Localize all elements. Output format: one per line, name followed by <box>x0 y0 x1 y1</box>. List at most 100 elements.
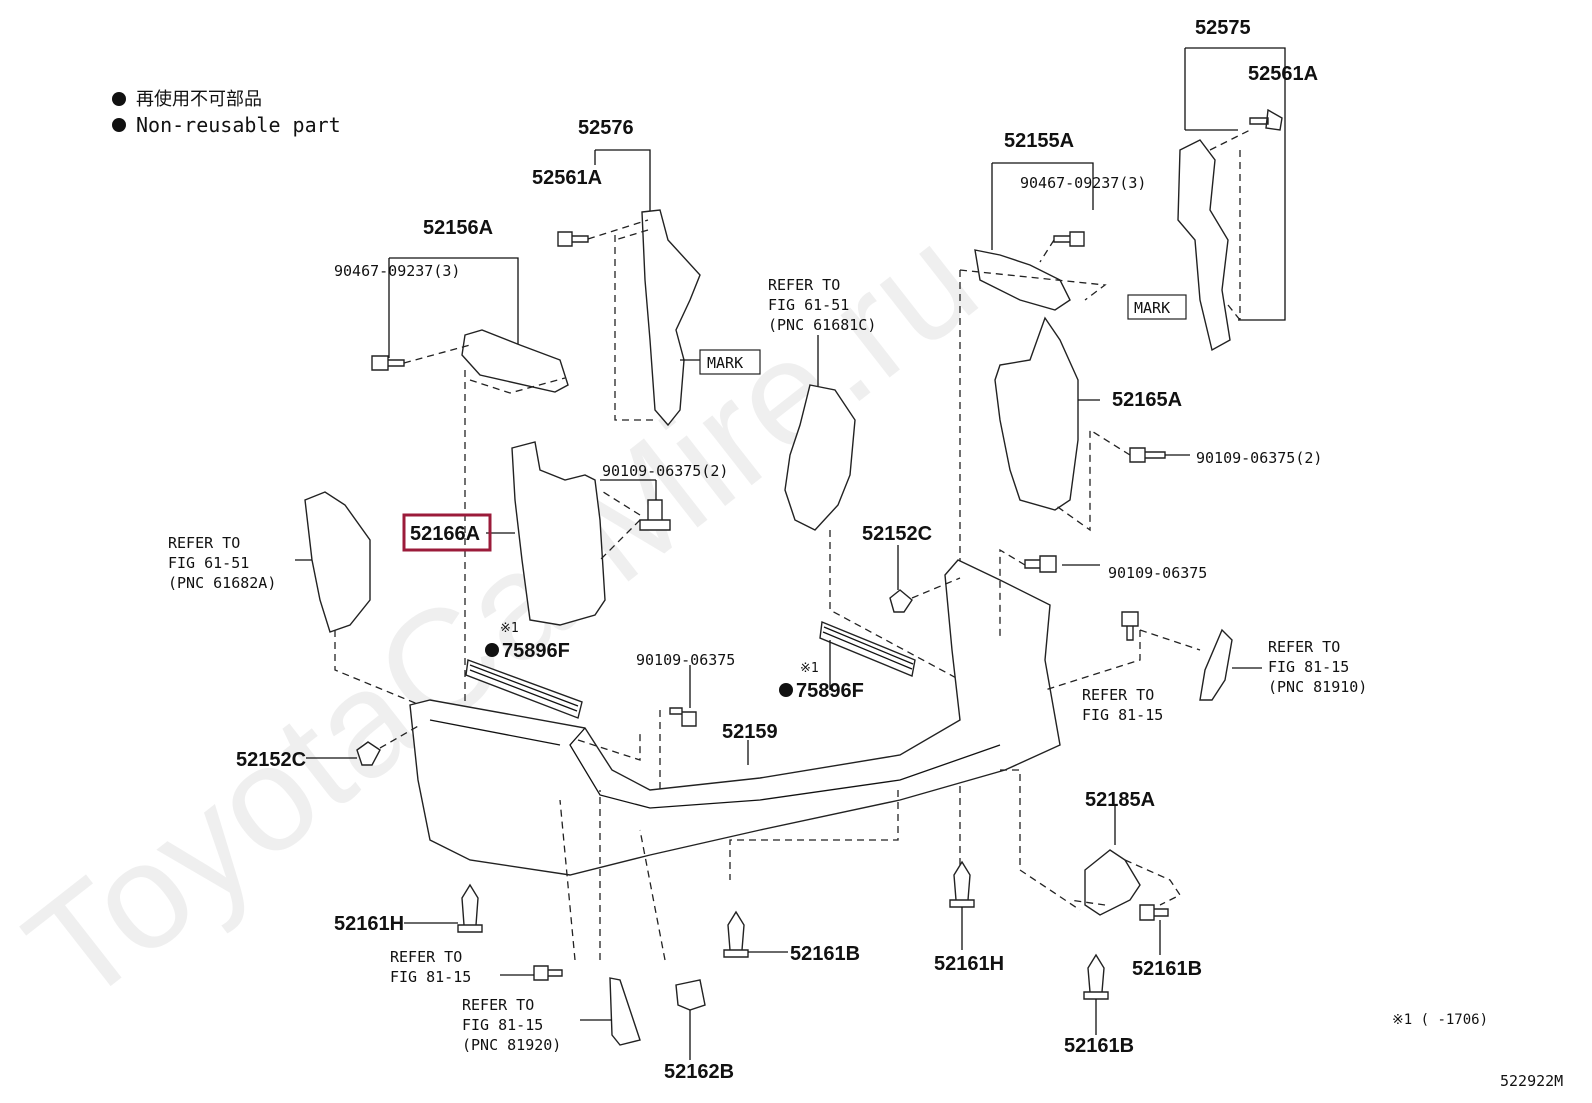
non-reusable-bullet-icon <box>779 683 793 697</box>
screw-90467-left <box>371 355 405 371</box>
reflector-81910 <box>1199 628 1233 701</box>
mark-label-right: MARK <box>1134 299 1170 317</box>
bracket-52156A <box>461 329 569 393</box>
label-52166A[interactable]: 52166A <box>410 523 480 545</box>
refer-61681C-line3: (PNC 61681C) <box>768 316 876 334</box>
label-52161B-bottom[interactable]: 52161B <box>1064 1035 1134 1057</box>
refer-81-15-right-line1: REFER TO <box>1082 686 1154 704</box>
refer-61682A-line2: FIG 61-51 <box>168 554 249 572</box>
bracket-61682A-group <box>295 491 421 706</box>
label-52185A[interactable]: 52185A <box>1085 789 1155 811</box>
refer-81910-line1: REFER TO <box>1268 638 1340 656</box>
label-90109-center-2[interactable]: 90109-06375(2) <box>602 462 728 480</box>
part-52155A-group <box>959 162 1107 870</box>
clip-52161H-right <box>949 860 975 950</box>
garnish-52166A <box>511 441 606 626</box>
cap-52162B <box>675 979 706 1011</box>
non-reusable-bullet-icon <box>485 643 499 657</box>
legend-en: Non-reusable part <box>136 113 341 137</box>
label-75896F-left[interactable]: 75896F <box>502 640 570 662</box>
refer-81910-line2: FIG 81-15 <box>1268 658 1349 676</box>
label-52156A[interactable]: 52156A <box>423 217 493 239</box>
clip-52161H-left <box>404 883 483 933</box>
bolt-90109-center-2 <box>639 499 671 531</box>
bolt-90109-right-single <box>1024 555 1057 573</box>
label-90109-right[interactable]: 90109-06375 <box>1108 564 1207 582</box>
refer-61682A-line3: (PNC 61682A) <box>168 574 276 592</box>
refer-81920[interactable]: REFER TO FIG 81-15 (PNC 81920) <box>462 996 561 1054</box>
figure-id: 522922M <box>1500 1072 1563 1090</box>
label-52152C-left[interactable]: 52152C <box>236 749 306 771</box>
screw-fig81-15-left <box>500 965 563 981</box>
label-52576[interactable]: 52576 <box>578 117 634 139</box>
refer-61682A-line1: REFER TO <box>168 534 240 552</box>
refer-81-15-left-line2: FIG 81-15 <box>390 968 471 986</box>
part-52576-group: MARK <box>557 149 761 427</box>
label-52152C-center[interactable]: 52152C <box>862 523 932 545</box>
bolt-90109-center-shape <box>669 707 697 727</box>
clip-52152C-center-shape <box>889 589 913 613</box>
bracket-52155A <box>974 249 1071 311</box>
label-52575[interactable]: 52575 <box>1195 17 1251 39</box>
refer-81920-line1: REFER TO <box>462 996 534 1014</box>
label-90467-right[interactable]: 90467-09237(3) <box>1020 174 1146 192</box>
refer-61681C[interactable]: REFER TO FIG 61-51 (PNC 61681C) <box>768 276 876 334</box>
clip-52161B-center-shape <box>723 910 749 958</box>
refer-81910-line3: (PNC 81910) <box>1268 678 1367 696</box>
label-75896F-right[interactable]: 75896F <box>796 680 864 702</box>
refer-81920-line3: (PNC 81920) <box>462 1036 561 1054</box>
refer-81-15-right[interactable]: REFER TO FIG 81-15 <box>1082 686 1163 724</box>
part-labels: 52575 52561A 52576 52561A 52156A 90467-0… <box>236 17 1322 1083</box>
label-52561A-left[interactable]: 52561A <box>532 167 602 189</box>
screw-fig81-15-shape <box>533 965 563 981</box>
part-52156A-group <box>371 257 569 840</box>
bolt-52561A-left <box>557 231 589 247</box>
mudguard-52185A <box>1084 849 1141 916</box>
label-52161H-right[interactable]: 52161H <box>934 953 1004 975</box>
label-52162B[interactable]: 52162B <box>664 1061 734 1083</box>
refer-81910[interactable]: REFER TO FIG 81-15 (PNC 81910) <box>1268 638 1367 696</box>
bolt-52561A-right <box>1249 108 1283 131</box>
clip-52152C-left-shape <box>356 741 381 766</box>
clip-52161H-left-shape <box>457 883 483 933</box>
footnote-mark-right: ※1 <box>800 661 819 676</box>
bolt-90109-center <box>659 665 697 790</box>
label-52161B-right[interactable]: 52161B <box>1132 958 1202 980</box>
label-52155A[interactable]: 52155A <box>1004 130 1074 152</box>
label-52159[interactable]: 52159 <box>722 721 778 743</box>
bracket-61681C <box>784 384 856 531</box>
refer-81920-line2: FIG 81-15 <box>462 1016 543 1034</box>
label-52165A[interactable]: 52165A <box>1112 389 1182 411</box>
non-reusable-bullet-icon <box>112 92 126 106</box>
screw-90467-right <box>1053 231 1085 247</box>
label-52161B-center[interactable]: 52161B <box>790 943 860 965</box>
refer-81-15-left[interactable]: REFER TO FIG 81-15 <box>390 948 471 986</box>
clip-52161H-right-shape <box>949 860 975 908</box>
label-52161H-left[interactable]: 52161H <box>334 913 404 935</box>
bracket-52575 <box>1177 139 1231 352</box>
label-90467-left[interactable]: 90467-09237(3) <box>334 262 460 280</box>
reflector-81920 <box>609 977 641 1046</box>
legend: 再使用不可部品 Non-reusable part <box>112 89 341 137</box>
bumper-52159-group <box>409 559 1081 961</box>
footnote-mark-left: ※1 <box>500 621 519 636</box>
part-52575-group: MARK <box>1127 47 1286 352</box>
label-52561A-right[interactable]: 52561A <box>1248 63 1318 85</box>
part-52165A-group <box>994 316 1190 532</box>
refer-81-15-left-line1: REFER TO <box>390 948 462 966</box>
clip-52161B-center <box>723 910 788 958</box>
reflector-81920-group <box>580 977 641 1046</box>
refer-61682A[interactable]: REFER TO FIG 61-51 (PNC 61682A) <box>168 534 276 592</box>
clip-52161B-bottom <box>1083 953 1109 1035</box>
reflector-81910-group <box>999 548 1262 701</box>
clip-52161B-bottom-shape <box>1083 953 1109 1000</box>
refer-81-15-right-line2: FIG 81-15 <box>1082 706 1163 724</box>
label-90109-right-2[interactable]: 90109-06375(2) <box>1196 449 1322 467</box>
mark-box-right <box>1127 294 1187 320</box>
mark-label-left: MARK <box>707 354 743 372</box>
highlight-box-52166A <box>402 513 492 552</box>
label-90109-center[interactable]: 90109-06375 <box>636 651 735 669</box>
mark-box-left <box>699 349 761 375</box>
